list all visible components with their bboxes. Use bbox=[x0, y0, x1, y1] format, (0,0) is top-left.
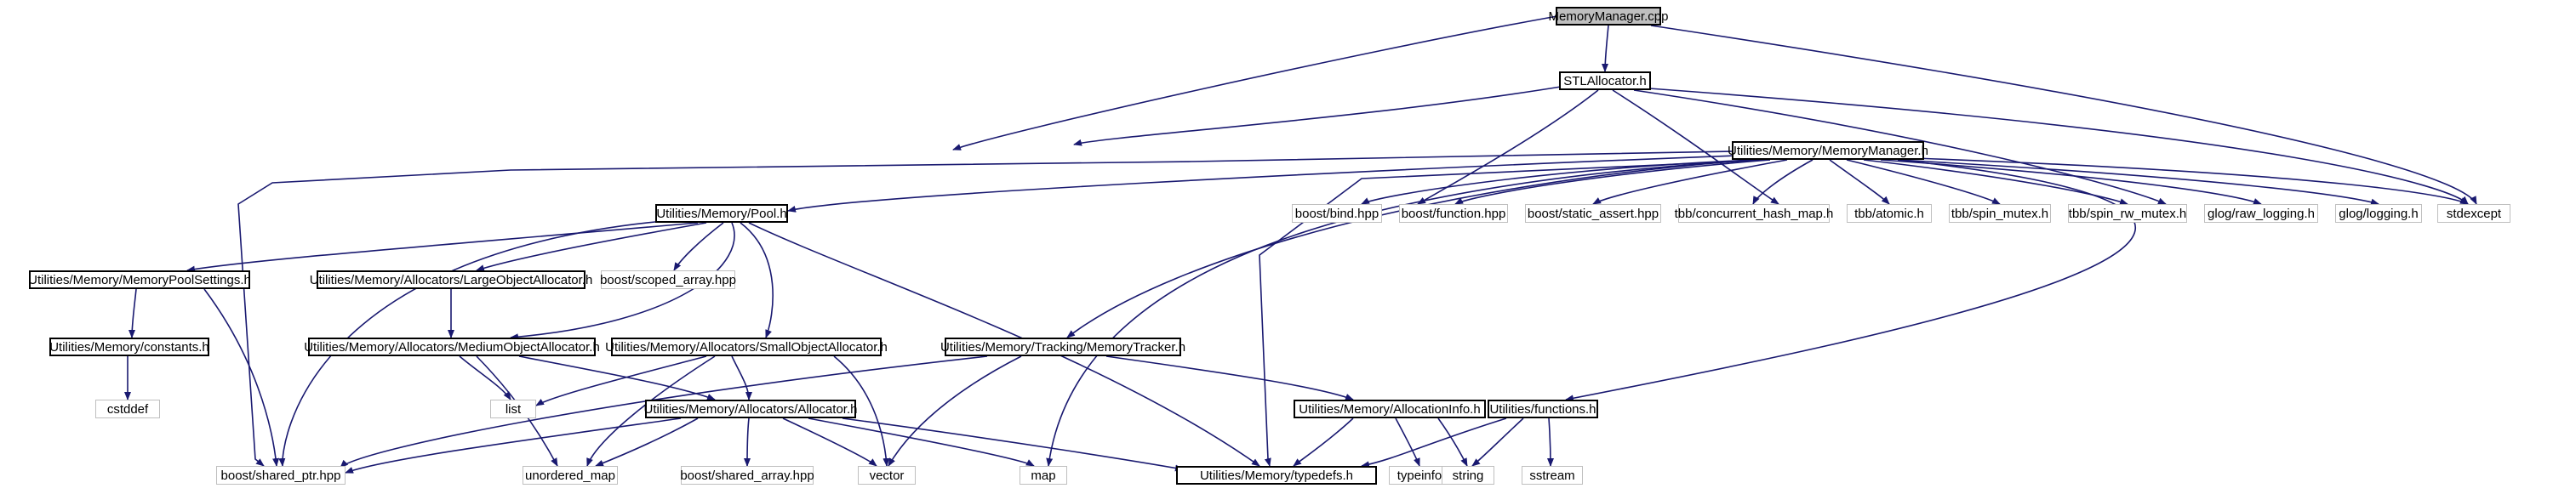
edge-from-stlallocator bbox=[1648, 88, 2469, 205]
edge-from-mm bbox=[1046, 159, 1762, 467]
edge-from-small bbox=[535, 355, 707, 406]
edge-from-allocator bbox=[782, 417, 877, 467]
node-typeinfo: typeinfo bbox=[1389, 466, 1450, 485]
node-smallobjectallocator-h[interactable]: Utilities/Memory/Allocators/SmallObjectA… bbox=[605, 338, 888, 356]
edge-from-pool bbox=[740, 222, 774, 338]
node-mediumobjectallocator-h[interactable]: Utilities/Memory/Allocators/MediumObject… bbox=[304, 338, 600, 356]
node-boost-static-assert: boost/static_assert.hpp bbox=[1525, 204, 1661, 223]
edge-from-mm bbox=[237, 150, 1733, 467]
node-constants-h[interactable]: Utilities/Memory/constants.h bbox=[49, 338, 209, 356]
edge-from-pool bbox=[186, 222, 699, 273]
node-largeobjectallocator-h[interactable]: Utilities/Memory/Allocators/LargeObjectA… bbox=[310, 270, 592, 289]
edge-from-stlallocator bbox=[1417, 89, 1599, 205]
edge-from-pool bbox=[748, 222, 1260, 467]
edge-from-medium bbox=[459, 355, 511, 400]
node-cstddef: cstddef bbox=[95, 400, 160, 418]
edge-from-mm bbox=[1846, 159, 2001, 205]
edge-from-poolsettings bbox=[129, 288, 137, 338]
edge-from-mm bbox=[1914, 157, 2469, 205]
edge-from-small bbox=[731, 355, 752, 400]
node-glog-logging: glog/logging.h bbox=[2335, 204, 2422, 223]
edge-from-mm bbox=[1259, 159, 1771, 467]
node-unordered-map: unordered_map bbox=[523, 466, 618, 485]
edge-from-medium bbox=[476, 355, 558, 467]
edge-from-tracker bbox=[888, 355, 1022, 467]
edge-from-memorymanager-cpp bbox=[1602, 25, 1609, 72]
edge-from-small bbox=[586, 355, 716, 467]
edge-from-pool bbox=[476, 222, 707, 272]
edge-from-mm bbox=[1565, 159, 2136, 402]
edge-from-mm bbox=[1829, 159, 1890, 205]
edge-from-pool bbox=[510, 222, 735, 341]
node-vector: vector bbox=[858, 466, 916, 485]
node-map: map bbox=[1020, 466, 1067, 485]
node-stdexcept: stdexcept bbox=[2437, 204, 2510, 223]
node-tbb-concurrent-hash-map: tbb/concurrent_hash_map.h bbox=[1675, 204, 1833, 223]
node-memorymanager-h[interactable]: Utilities/Memory/MemoryManager.h bbox=[1728, 141, 1928, 160]
node-pool-h[interactable]: Utilities/Memory/Pool.h bbox=[655, 204, 788, 223]
edge-from-functions bbox=[1471, 417, 1524, 467]
node-allocationinfo-h[interactable]: Utilities/Memory/AllocationInfo.h bbox=[1294, 400, 1486, 418]
edge-from-mm bbox=[1897, 159, 2379, 206]
node-sstream: sstream bbox=[1522, 466, 1583, 485]
edge-from-allocinfo bbox=[1395, 417, 1420, 467]
edge-from-mm bbox=[1880, 159, 2262, 205]
edge-from-tracker bbox=[1105, 355, 1354, 400]
node-memorypoolsettings-h[interactable]: Utilities/Memory/MemoryPoolSettings.h bbox=[28, 270, 251, 289]
node-stlallocator-h[interactable]: STLAllocator.h bbox=[1559, 71, 1651, 90]
node-boost-shared-array: boost/shared_array.hpp bbox=[680, 466, 814, 485]
edge-from-allocinfo bbox=[1437, 417, 1468, 467]
edge-from-memorymanager-cpp bbox=[1650, 25, 2477, 205]
edge-from-functions bbox=[1546, 417, 1554, 467]
node-functions-h[interactable]: Utilities/functions.h bbox=[1488, 400, 1598, 418]
node-boost-function: boost/function.hpp bbox=[1399, 204, 1508, 223]
edge-from-memorymanager-cpp bbox=[952, 15, 1558, 150]
edge-from-pool bbox=[673, 222, 724, 271]
node-memorymanager-cpp: MemoryManager.cpp bbox=[1549, 7, 1668, 26]
edge-from-mm bbox=[1066, 159, 1754, 338]
edge-from-medium bbox=[518, 355, 716, 400]
edge-from-allocator bbox=[842, 417, 1184, 472]
edge-from-mm bbox=[1863, 159, 2128, 205]
edge-from-allocator bbox=[345, 417, 682, 474]
edge-from-stlallocator bbox=[1612, 89, 1779, 205]
node-boost-scoped-array: boost/scoped_array.hpp bbox=[600, 270, 736, 289]
edge-from-mm bbox=[1592, 159, 1788, 205]
node-memorytracker-h[interactable]: Utilities/Memory/Tracking/MemoryTracker.… bbox=[940, 338, 1185, 356]
node-boost-shared-ptr: boost/shared_ptr.hpp bbox=[216, 466, 346, 485]
edge-from-small bbox=[833, 355, 890, 467]
edge-from-stlallocator bbox=[1073, 86, 1562, 146]
node-boost-bind: boost/bind.hpp bbox=[1292, 204, 1382, 223]
node-tbb-spin-mutex: tbb/spin_mutex.h bbox=[1949, 204, 2051, 223]
node-typedefs-h[interactable]: Utilities/Memory/typedefs.h bbox=[1176, 466, 1377, 485]
edge-from-tracker bbox=[340, 355, 988, 468]
node-tbb-spin-rw-mutex: tbb/spin_rw_mutex.h bbox=[2068, 204, 2187, 223]
edge-from-allocator bbox=[808, 417, 1035, 467]
node-tbb-atomic: tbb/atomic.h bbox=[1847, 204, 1932, 223]
edge-from-stlallocator bbox=[1633, 89, 2167, 205]
edge-from-allocinfo bbox=[1293, 417, 1354, 467]
edge-from-poolsettings bbox=[203, 288, 280, 467]
edge-from-mm bbox=[1752, 159, 1813, 205]
edge-from-allocator bbox=[744, 417, 751, 467]
edge-from-mm bbox=[1454, 159, 1771, 205]
node-allocator-h[interactable]: Utilities/Memory/Allocators/Allocator.h bbox=[644, 400, 857, 418]
node-string: string bbox=[1442, 466, 1494, 485]
edge-from-allocator bbox=[595, 417, 699, 467]
node-list: list bbox=[490, 400, 536, 418]
edge-from-functions bbox=[1361, 417, 1507, 468]
edge-from-mm bbox=[787, 155, 1737, 213]
node-glog-raw-logging: glog/raw_logging.h bbox=[2204, 204, 2318, 223]
